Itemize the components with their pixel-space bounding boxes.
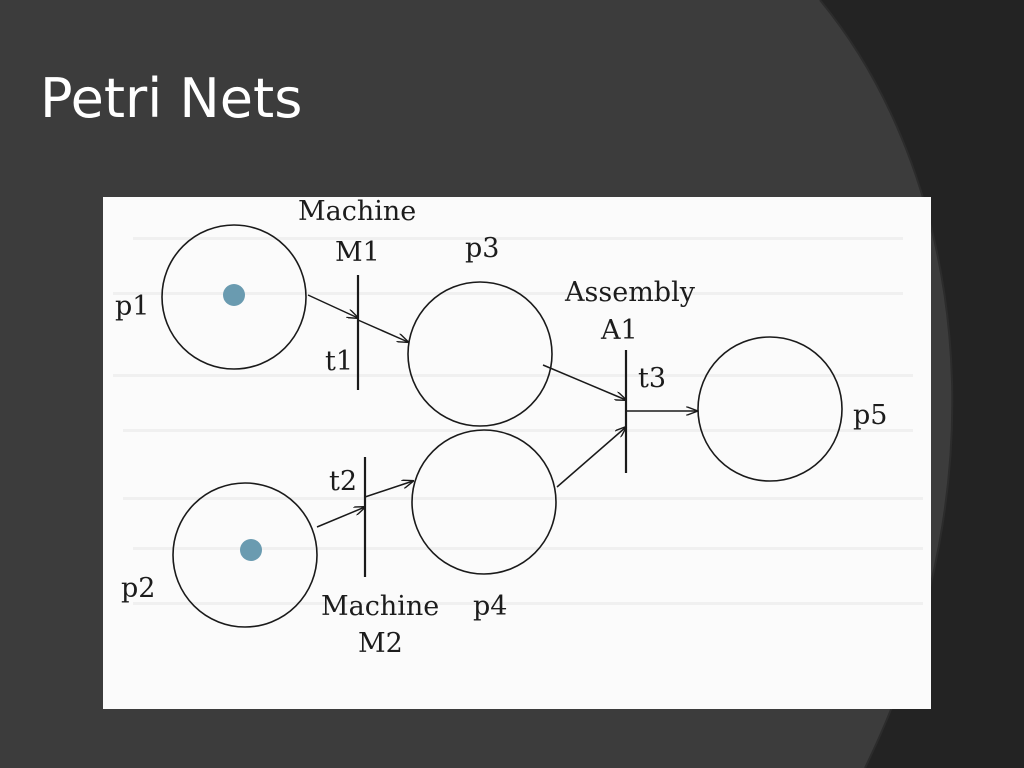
- place-p2: [172, 482, 318, 628]
- decorative-arc: [820, 0, 1024, 768]
- arc-p4-t3: [556, 427, 626, 488]
- resource-label-m1-line1: Machine: [298, 197, 416, 227]
- resource-label-m2-line2: M2: [358, 628, 403, 659]
- resource-label-a1-line1: Assembly: [564, 277, 696, 308]
- place-p5: [697, 336, 843, 482]
- resource-label-m2-line1: Machine: [321, 591, 439, 622]
- slide-title: Petri Nets: [40, 67, 303, 130]
- resource-label-a1-line2: A1: [600, 315, 638, 346]
- transition-label-t1: t1: [325, 346, 353, 377]
- arc-p1-t1: [307, 294, 358, 318]
- petri-net-diagram: p1 p2 p3 p4 p5 t1 t2 t3 Machine M1 Machi…: [113, 197, 923, 659]
- place-label-p1: p1: [115, 291, 149, 322]
- place-p4: [411, 429, 557, 575]
- place-p3: [407, 281, 553, 427]
- transition-label-t2: t2: [329, 466, 357, 497]
- place-label-p3: p3: [465, 233, 499, 264]
- arc-p3-t3: [542, 364, 626, 400]
- diagram-panel: p1 p2 p3 p4 p5 t1 t2 t3 Machine M1 Machi…: [103, 197, 931, 709]
- arc-t1-p3: [357, 319, 408, 342]
- place-label-p2: p2: [121, 573, 155, 604]
- arc-p2-t2: [316, 507, 365, 528]
- token-p2: [240, 539, 262, 561]
- scan-background-lines: [113, 237, 923, 605]
- token-p1: [223, 284, 245, 306]
- arc-t2-p4: [364, 481, 413, 498]
- place-label-p4: p4: [473, 591, 507, 622]
- transition-label-t3: t3: [638, 363, 666, 394]
- place-p1: [161, 224, 307, 370]
- place-label-p5: p5: [853, 400, 887, 431]
- resource-label-m1-line2: M1: [335, 237, 380, 268]
